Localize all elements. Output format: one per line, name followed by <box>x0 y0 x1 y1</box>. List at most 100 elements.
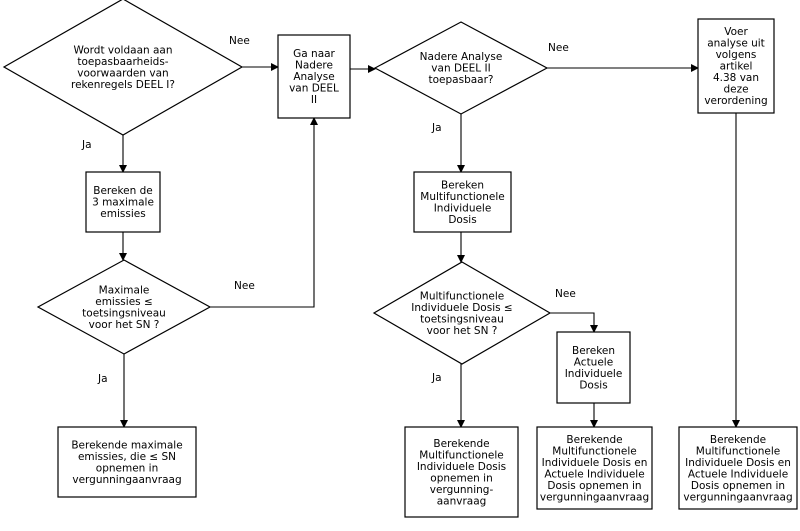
node-text-line: Individuele Dosis <box>417 461 506 473</box>
node-text-line: Nadere <box>295 60 333 72</box>
node-text-line: 4.38 van <box>713 72 759 84</box>
node-text-line: emissies <box>100 208 145 220</box>
node-text-line: Multifunctionele <box>420 290 504 302</box>
node-text-line: Actuele Individuele <box>544 468 644 480</box>
node-text-line: Dosis <box>448 214 476 226</box>
node-text-line: aanvraag <box>437 495 487 507</box>
edge-label-d3-ja: Ja <box>431 122 442 134</box>
node-text-line: voor het SN ? <box>89 319 160 331</box>
node-text-line: Berekende maximale <box>71 439 182 451</box>
edge-label-d2-ja: Ja <box>97 373 108 385</box>
node-text-line: Multifunctionele <box>420 191 504 203</box>
process-box <box>678 426 798 510</box>
process-box <box>536 426 653 510</box>
node-text-line: opnemen in <box>96 462 158 474</box>
edge-d4-nee-to-b3 <box>550 312 598 333</box>
node-text-line: Dosis <box>579 379 607 391</box>
node-text-line: vergunningaanvraag <box>72 474 181 486</box>
node-text-line: toepasbaarheids- <box>77 56 168 68</box>
node-text-line: 3 maximale <box>92 197 154 209</box>
node-text-line: deze <box>723 84 748 96</box>
node-text-line: Wordt voldaan aan <box>73 44 172 56</box>
process-box <box>85 171 161 233</box>
decision-diamond <box>36 259 212 355</box>
edge-label-d4-ja: Ja <box>431 372 442 384</box>
process-box <box>404 426 519 518</box>
node-text-line: Bereken <box>572 345 615 357</box>
edge-label-d2-nee: Nee <box>234 280 255 292</box>
node-text-line: toetsingsniveau <box>420 313 504 325</box>
process-box <box>697 18 775 114</box>
decision-deel-i-applicable: Wordt voldaan aantoepasbaarheids-voorwaa… <box>2 0 244 136</box>
node-text-line: emissies, die ≤ SN <box>78 451 176 463</box>
process-box <box>556 331 631 404</box>
node-text-line: opnemen in <box>430 472 492 484</box>
node-text-line: Berekende <box>433 438 489 450</box>
node-text-line: analyse uit <box>707 38 765 50</box>
edge-label-d4-nee: Nee <box>555 288 576 300</box>
process-box <box>277 34 351 119</box>
node-text-line: van DEEL <box>289 83 339 95</box>
node-text-line: vergunningaanvraag <box>683 491 792 503</box>
edge-d2-nee-to-g1 <box>210 117 318 308</box>
connectors <box>119 63 740 428</box>
node-text-line: Multifunctionele <box>419 449 503 461</box>
node-text-line: volgens <box>716 49 757 61</box>
node-text-line: toetsingsniveau <box>82 307 166 319</box>
node-text-line: Analyse <box>293 71 334 83</box>
node-text-line: II <box>311 94 317 106</box>
node-text-line: Actuele <box>574 356 613 368</box>
node-text-line: artikel <box>720 61 753 73</box>
node-text-line: rekenregels DEEL I? <box>71 79 175 91</box>
node-text-line: Nadere Analyse <box>420 51 503 63</box>
node-text-line: van DEEL II <box>431 63 490 75</box>
node-text-line: Actuele Individuele <box>688 468 788 480</box>
node-text-line: Individuele <box>565 368 623 380</box>
node-text-line: Individuele <box>434 202 492 214</box>
node-text-line: Multifunctionele <box>696 445 780 457</box>
edge-label-d1-nee: Nee <box>229 35 250 47</box>
node-text-line: Dosis opnemen in <box>547 480 641 492</box>
node-text-line: toepasbaar? <box>429 74 494 86</box>
node-text-line: Multifunctionele <box>552 445 636 457</box>
node-text-line: voorwaarden van <box>77 67 168 79</box>
node-text-line: Ga naar <box>293 48 335 60</box>
node-text-line: Dosis opnemen in <box>691 480 785 492</box>
node-text-line: Maximale <box>99 284 150 296</box>
node-text-line: voor het SN ? <box>427 325 498 337</box>
decision-diamond <box>372 261 552 365</box>
node-text-line: Bereken <box>441 179 484 191</box>
node-text-line: Individuele Dosis en <box>542 457 648 469</box>
nodes: Wordt voldaan aantoepasbaarheids-voorwaa… <box>2 0 798 518</box>
node-text-line: Individuele Dosis en <box>685 457 791 469</box>
node-text-line: vergunningaanvraag <box>540 491 649 503</box>
node-text-line: vergunning- <box>430 484 494 496</box>
edge-label-d1-ja: Ja <box>81 139 92 151</box>
decision-diamond <box>2 0 244 136</box>
node-text-line: emissies ≤ <box>95 296 153 308</box>
node-text-line: Bereken de <box>93 185 153 197</box>
node-text-line: Berekende <box>710 434 766 446</box>
node-text-line: Individuele Dosis ≤ <box>411 302 512 314</box>
decision-diamond <box>373 21 549 115</box>
edge-label-d3-nee: Nee <box>548 42 569 54</box>
node-text-line: verordening <box>704 95 767 107</box>
node-text-line: Voer <box>724 26 748 38</box>
process-box <box>57 426 197 498</box>
node-text-line: Berekende <box>566 434 622 446</box>
